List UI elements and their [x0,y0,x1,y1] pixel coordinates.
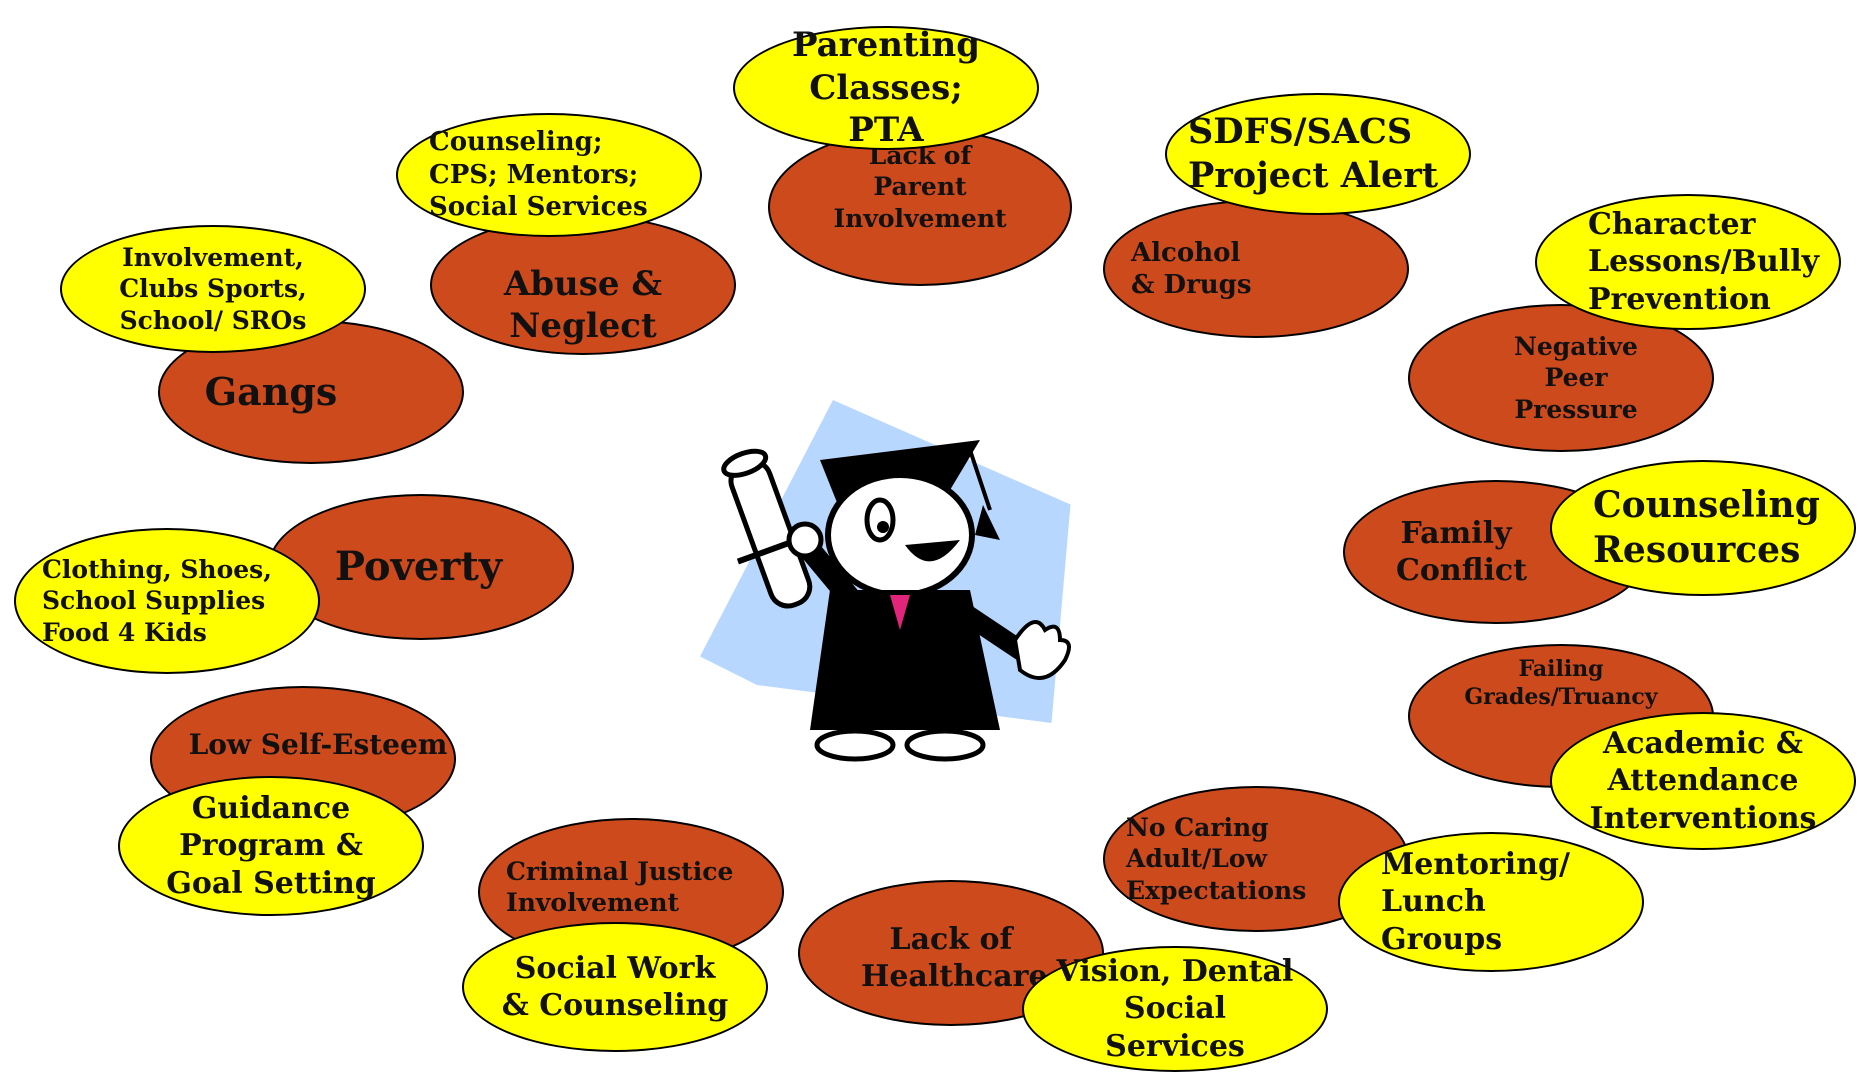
resource-clothing-shoes: Clothing, Shoes, School Supplies Food 4 … [14,528,320,674]
resource-guidance-program: Guidance Program & Goal Setting [118,776,424,916]
resource-vision-dental: Vision, Dental Social Services [1022,946,1328,1072]
resource-involvement-clubs: Involvement, Clubs Sports, School/ SROs [60,225,366,353]
risk-alcohol-drugs: Alcohol & Drugs [1103,200,1409,338]
graduate-icon [700,400,1071,762]
resource-academic-attendance: Academic & Attendance Interventions [1550,712,1856,850]
risk-poverty: Poverty [268,494,574,640]
resource-counseling-cps: Counseling; CPS; Mentors; Social Service… [396,113,702,237]
resource-mentoring-lunch-groups: Mentoring/ Lunch Groups [1338,832,1644,972]
resource-counseling-resources: Counseling Resources [1550,460,1856,596]
resource-character-lessons: Character Lessons/Bully Prevention [1535,194,1841,330]
resource-sdfs-sacs: SDFS/SACS Project Alert [1165,93,1471,215]
risk-abuse-neglect: Abuse & Neglect [430,215,736,355]
resource-social-work-counseling: Social Work & Counseling [462,922,768,1052]
resource-parenting-classes: Parenting Classes; PTA [733,25,1039,150]
risk-lack-parent-involvement: Lack of Parent Involvement [768,128,1072,286]
